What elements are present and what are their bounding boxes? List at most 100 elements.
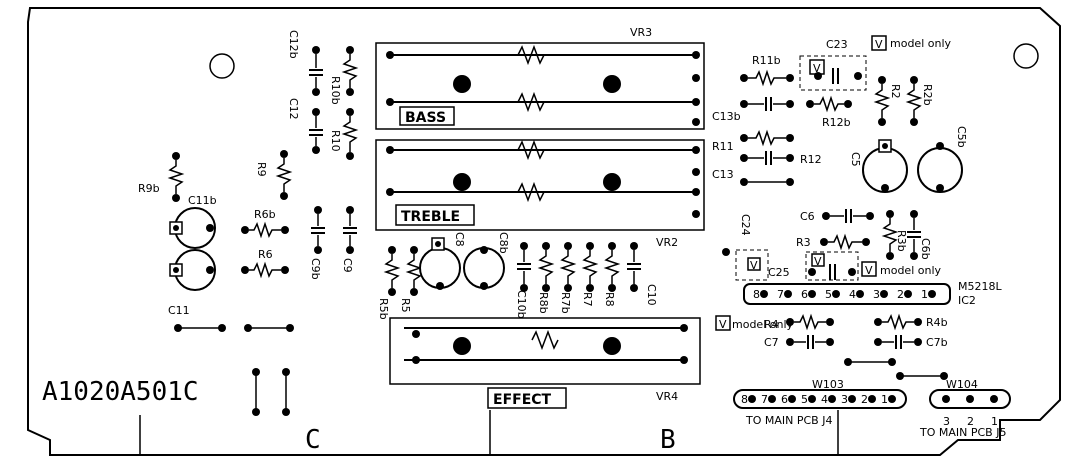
component-c13b: C13b	[712, 97, 794, 123]
pot-vr3-name: VR3	[630, 26, 652, 39]
component-c23: C23 V model only V	[799, 35, 952, 91]
jumper-wires-left	[174, 324, 294, 416]
w104-pin-dot	[966, 395, 974, 403]
component-c6: C6	[800, 209, 874, 223]
label-c13: C13	[712, 168, 734, 181]
w104-pin-dot	[990, 395, 998, 403]
ic2-pin-number: 3	[873, 288, 880, 301]
pot-vr4-name: VR4	[656, 390, 678, 403]
ic2-pin-number: 8	[753, 288, 760, 301]
component-c12b: C12b C12	[287, 30, 323, 120]
component-r3: R3	[796, 233, 870, 251]
w104-pin-number: 1	[991, 415, 998, 428]
component-r6: R6	[241, 248, 289, 279]
component-r7b: R7b	[559, 242, 577, 314]
label-r2: R2	[889, 84, 902, 99]
c23-model-only-note: model only	[890, 37, 952, 50]
component-r5b: R5b	[377, 246, 401, 320]
w103-pin-number: 7	[761, 393, 768, 406]
component-r12b: R12b	[806, 95, 852, 129]
pot-vr4-effect: EFFECT VR4	[389, 317, 701, 409]
label-c11b: C11b	[188, 194, 217, 207]
connector-w103-name: W103	[812, 378, 844, 391]
label-c8: C8	[453, 232, 466, 247]
jumper-wires-right	[844, 358, 948, 380]
label-r3b: R3b	[895, 230, 908, 252]
ic2-part-number: M5218L	[958, 280, 1002, 293]
label-c11: C11	[168, 304, 190, 317]
label-r8: R8	[603, 292, 616, 307]
mounting-hole-left	[209, 53, 235, 79]
ic2-pin-number: 4	[849, 288, 856, 301]
component-r2: R2	[873, 76, 902, 126]
component-c11b: C11b	[169, 194, 217, 249]
component-r6b: R6b	[241, 208, 289, 239]
board-outline	[27, 7, 1061, 456]
label-r11b: R11b	[752, 54, 781, 67]
ic2-pin-dot	[928, 290, 936, 298]
ic2-pin-dot	[832, 290, 840, 298]
component-r2b: R2b	[905, 76, 934, 126]
label-c6: C6	[800, 210, 815, 223]
label-c12: C12	[287, 98, 300, 120]
component-c7: C7	[764, 335, 834, 349]
pot-vr3-bass: VR3 BASS	[375, 26, 705, 130]
pot-vr3-label: BASS	[405, 110, 446, 126]
pot-vr2-name: VR2	[656, 236, 678, 249]
pot-vr4-label: EFFECT	[493, 392, 552, 408]
w103-pin-number: 5	[801, 393, 808, 406]
label-c8b: C8b	[497, 232, 510, 254]
ic2-pin-dot	[784, 290, 792, 298]
label-c9b: C9b	[309, 258, 322, 280]
w104-pin-dot	[942, 395, 950, 403]
component-c6b: C6b	[907, 210, 932, 260]
component-r3b: R3b	[881, 210, 908, 260]
w103-pin-dot	[828, 395, 836, 403]
w104-pin-number: 2	[967, 415, 974, 428]
ic2-pin-dot	[856, 290, 864, 298]
w103-pin-number: 1	[881, 393, 888, 406]
w103-pin-dot	[788, 395, 796, 403]
label-r12b: R12b	[822, 116, 851, 129]
r4-v-badge: V	[719, 318, 727, 331]
component-c5: C5	[849, 139, 908, 193]
pot-vr2-label: TREBLE	[401, 209, 460, 225]
label-r4b: R4b	[926, 316, 948, 329]
component-r10b: R10b	[329, 46, 359, 105]
label-c7: C7	[764, 336, 779, 349]
ic2-pin-dot	[904, 290, 912, 298]
label-r8b: R8b	[537, 292, 550, 314]
pot-vr2-treble: TREBLE VR2	[375, 139, 705, 249]
ic2-ref: IC2	[958, 294, 976, 307]
label-c5b: C5b	[955, 126, 968, 148]
ic2-pin-number: 5	[825, 288, 832, 301]
component-r9b: R9b	[138, 152, 185, 202]
component-c13: C13	[712, 168, 794, 186]
component-r8: R8	[603, 242, 621, 307]
label-c24: C24	[739, 214, 752, 236]
component-c9: C9	[341, 206, 357, 273]
label-c10: C10	[645, 284, 658, 306]
component-c9b: C9b	[309, 206, 325, 280]
label-r9: R9	[255, 162, 268, 177]
component-r7: R7	[581, 242, 599, 307]
zone-b-label: B	[660, 425, 676, 455]
connector-w103-label: TO MAIN PCB J4	[745, 414, 832, 427]
component-r4-note: V model only	[715, 315, 794, 331]
component-r4: R4	[764, 313, 834, 331]
component-c7b: C7b	[874, 335, 948, 349]
component-r11: R11	[712, 129, 794, 153]
label-r12: R12	[800, 153, 822, 166]
label-r6b: R6b	[254, 208, 276, 221]
label-r5: R5	[399, 298, 412, 313]
w103-pin-dot	[888, 395, 896, 403]
w103-pin-number: 8	[741, 393, 748, 406]
c24-v-badge: V	[750, 259, 758, 272]
ic2-pin-dot	[880, 290, 888, 298]
label-r10: R10	[329, 130, 342, 152]
w103-pin-dot	[808, 395, 816, 403]
w104-pin-number: 3	[943, 415, 950, 428]
r4-model-only-note: model only	[732, 318, 794, 331]
c25-v-badge-2: V	[865, 264, 873, 277]
